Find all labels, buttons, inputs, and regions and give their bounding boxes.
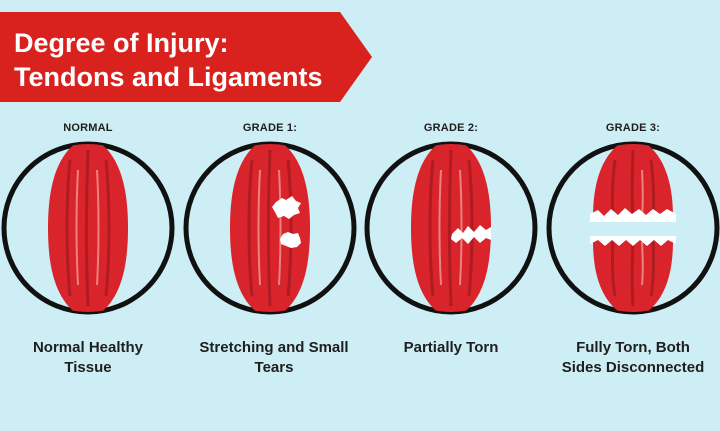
partial-tear-mark	[451, 225, 491, 244]
muscle-grade-2	[411, 144, 491, 312]
caption-grade-1-line-1: Stretching and Small	[199, 339, 349, 356]
caption-normal-line-1: Normal Healthy	[32, 339, 144, 356]
panel-label-grade-3: GRADE 3:	[605, 122, 661, 134]
caption-grade-1: Stretching and Small Tears	[184, 338, 364, 378]
caption-grade-1-line-2: Tears	[254, 359, 294, 376]
panel-normal	[1, 141, 175, 315]
small-tear-mark-upper	[272, 196, 301, 219]
page-title: Degree of Injury: Tendons and Ligaments	[14, 26, 323, 94]
muscle-normal	[48, 144, 128, 312]
panel-label-grade-1: GRADE 1:	[242, 122, 298, 134]
full-tear-mark-top-edge	[590, 208, 676, 222]
title-line-1: Degree of Injury:	[14, 28, 229, 58]
caption-normal: Normal Healthy Tissue	[0, 338, 178, 378]
caption-grade-2-line-1: Partially Torn	[403, 339, 499, 356]
caption-grade-3-line-2: Sides Disconnected	[561, 359, 705, 376]
small-tear-mark-lower	[280, 232, 301, 248]
caption-normal-line-2: Tissue	[64, 359, 112, 376]
caption-grade-3: Fully Torn, Both Sides Disconnected	[543, 338, 720, 378]
title-banner: Degree of Injury: Tendons and Ligaments	[0, 12, 372, 102]
panel-grade-3	[546, 141, 720, 315]
panel-grade-1	[183, 141, 357, 315]
muscle-grade-3-bottom	[593, 239, 673, 312]
full-tear-mark-bottom-edge	[590, 236, 676, 246]
panel-label-normal: NORMAL	[63, 122, 113, 134]
banner-arrow-shape	[0, 12, 372, 102]
panel-grade-2	[364, 141, 538, 315]
title-line-2: Tendons and Ligaments	[14, 62, 323, 92]
caption-grade-2: Partially Torn	[361, 338, 541, 358]
caption-grade-3-line-1: Fully Torn, Both	[576, 339, 690, 356]
panel-label-grade-2: GRADE 2:	[423, 122, 479, 134]
muscle-grade-1	[230, 144, 310, 312]
